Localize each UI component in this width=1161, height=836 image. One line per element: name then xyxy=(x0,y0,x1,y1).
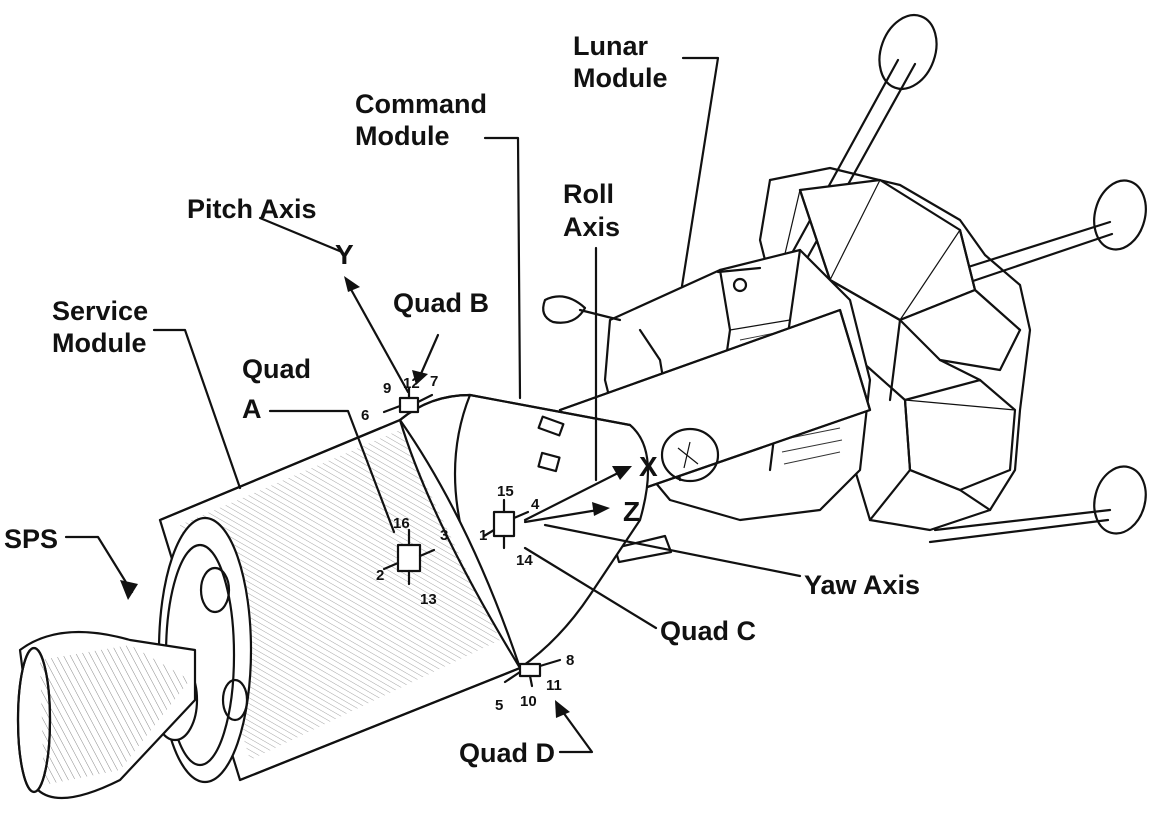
thruster-9: 9 xyxy=(383,380,391,397)
quad-a-label-line2: A xyxy=(242,394,262,424)
csm-drawing xyxy=(16,276,872,800)
y-axis-letter: Y xyxy=(335,239,354,270)
quad-c-thrusters xyxy=(482,498,530,550)
thruster-11: 11 xyxy=(546,677,562,694)
thruster-1: 1 xyxy=(479,527,487,544)
command-module-label-line1: Command xyxy=(355,89,487,119)
thruster-6: 6 xyxy=(361,407,369,424)
quad-c-label: Quad C xyxy=(660,616,756,646)
lm-footpad-bottom xyxy=(1093,465,1147,535)
service-module-label-line2: Module xyxy=(52,328,147,358)
lm-footpad-right xyxy=(1093,179,1147,251)
quad-b-thrusters xyxy=(382,386,434,414)
lunar-module-label-line2: Module xyxy=(573,63,668,93)
lunar-module-label-line1: Lunar xyxy=(573,31,648,61)
leader-lines xyxy=(64,56,802,754)
command-module-label-line2: Module xyxy=(355,121,450,151)
service-module-label-line1: Service xyxy=(52,296,148,326)
thruster-5: 5 xyxy=(495,697,503,714)
thruster-15: 15 xyxy=(497,483,514,500)
x-axis-letter: X xyxy=(639,451,658,482)
thruster-2: 2 xyxy=(376,567,384,584)
roll-axis-label-line1: Roll xyxy=(563,179,614,209)
pitch-axis-label: Pitch Axis xyxy=(187,194,317,224)
lm-footpad-top xyxy=(878,14,938,90)
quad-b-label: Quad B xyxy=(393,288,489,318)
sps-label: SPS xyxy=(4,524,58,554)
quad-d-label: Quad D xyxy=(459,738,555,768)
thruster-4: 4 xyxy=(531,496,540,513)
thruster-16: 16 xyxy=(393,515,410,532)
thruster-12: 12 xyxy=(403,375,420,392)
thruster-7: 7 xyxy=(430,373,438,390)
thruster-10: 10 xyxy=(520,693,537,710)
quad-d-thrusters xyxy=(503,658,562,688)
thruster-13: 13 xyxy=(420,591,437,608)
quad-a-label-line1: Quad xyxy=(242,354,311,384)
z-axis-letter: Z xyxy=(623,496,640,527)
thruster-14: 14 xyxy=(516,552,533,569)
thruster-8: 8 xyxy=(566,652,574,669)
thruster-3: 3 xyxy=(440,527,448,544)
roll-axis-label-line2: Axis xyxy=(563,212,620,242)
quad-a-thrusters xyxy=(382,528,436,586)
yaw-axis-label: Yaw Axis xyxy=(804,570,920,600)
